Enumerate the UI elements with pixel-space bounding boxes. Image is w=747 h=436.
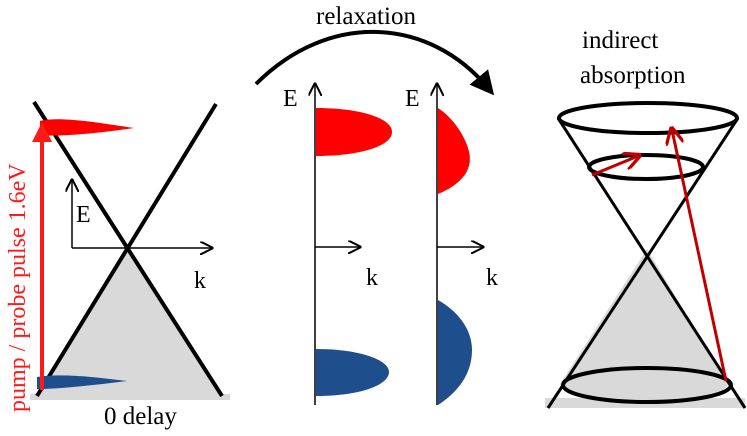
energy-label-panel1: E — [76, 202, 91, 228]
energy-label-panel2: E — [283, 86, 298, 112]
lower-cone-rim — [561, 366, 733, 404]
panel-zero-delay: E k 0 delay pump / probe pulse 1.6eV — [5, 100, 230, 430]
zero-delay-label: 0 delay — [104, 403, 177, 430]
intraband-transition-arrow — [591, 156, 638, 177]
momentum-label-panel2: k — [366, 265, 378, 291]
indirect-label: indirect — [582, 27, 658, 54]
lower-cone-fill — [560, 249, 728, 401]
energy-label-panel3: E — [405, 86, 420, 112]
electron-distribution-early — [316, 108, 392, 156]
cone-line-right — [546, 117, 740, 409]
momentum-label-panel1: k — [194, 268, 206, 294]
panel-indirect-absorption: indirect absorption — [545, 27, 747, 409]
absorption-label: absorption — [580, 62, 686, 89]
indirect-transition-arrow — [672, 130, 728, 382]
hole-distribution-early — [316, 349, 389, 396]
hole-distribution-relaxed — [438, 300, 472, 405]
baseline-shade — [30, 394, 230, 400]
relaxation-indicator: relaxation — [254, 3, 495, 96]
upper-cone-rim — [557, 101, 739, 135]
excited-electron-pulse — [40, 119, 134, 136]
band-line-right — [35, 102, 218, 398]
mid-cone-ring — [587, 153, 705, 181]
relaxation-arrow — [254, 30, 495, 96]
electron-distribution-relaxed — [438, 108, 470, 194]
valence-band-fill — [37, 250, 222, 396]
pump-probe-label: pump / probe pulse 1.6eV — [5, 163, 31, 412]
relaxation-label: relaxation — [316, 3, 416, 30]
panel-energy-distributions: E k E k — [283, 84, 498, 405]
momentum-label-panel3: k — [486, 265, 498, 291]
hole-pulse — [37, 375, 127, 389]
